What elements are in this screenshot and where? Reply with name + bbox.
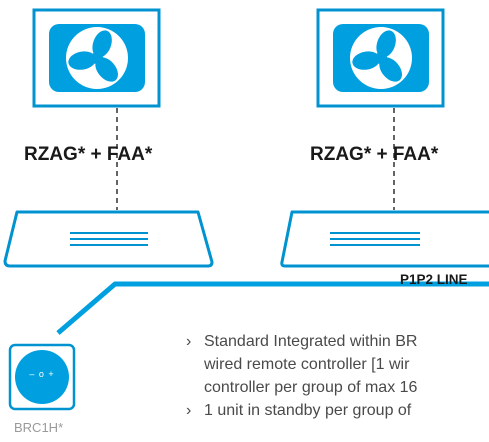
feature-line: Standard Integrated within BR	[204, 333, 418, 350]
outdoor-unit-1	[32, 8, 161, 108]
bullet-chevron-icon: ›	[186, 402, 192, 419]
feature-line: controller per group of max 16	[204, 379, 418, 396]
controller-model-caption: BRC1H*	[14, 420, 64, 435]
feature-item: › 1 unit in standby per group of	[186, 399, 489, 422]
fan-icon	[68, 30, 118, 82]
p1p2-line-label: P1P2 LINE	[400, 272, 468, 287]
outdoor-unit-2	[316, 8, 445, 108]
feature-line: wired remote controller [1 wir	[204, 356, 410, 373]
unit-label-1: RZAG* + FAA*	[24, 144, 153, 165]
feature-list: › Standard Integrated within BR wired re…	[186, 330, 489, 422]
fan-icon	[352, 30, 402, 82]
indoor-unit-1	[3, 210, 214, 268]
unit-label-2: RZAG* + FAA*	[310, 144, 439, 165]
controller-screen-text: – o +	[29, 369, 55, 379]
feature-line: 1 unit in standby per group of	[204, 402, 412, 419]
indoor-unit-2	[280, 210, 489, 268]
remote-controller	[8, 343, 76, 411]
bullet-chevron-icon: ›	[186, 333, 192, 350]
p1p2-line	[56, 281, 489, 335]
feature-item: › Standard Integrated within BR wired re…	[186, 330, 489, 399]
